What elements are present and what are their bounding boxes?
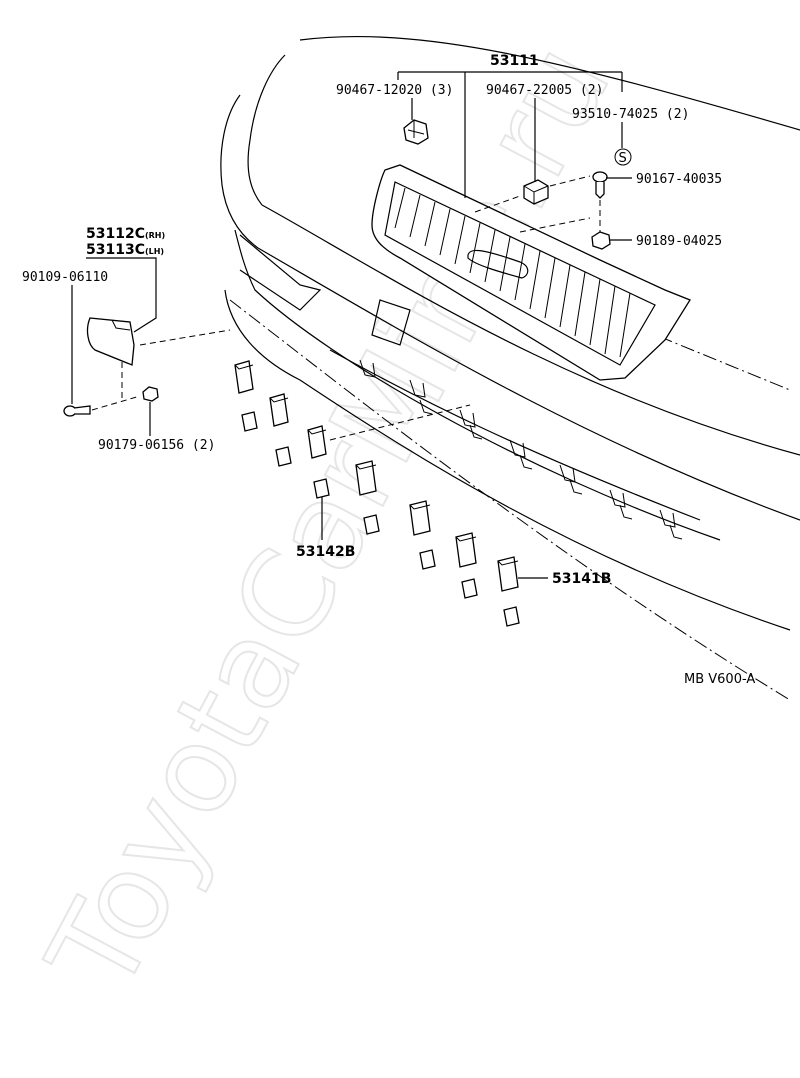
piece-small — [503, 606, 520, 627]
retainer-symbol-text: S — [619, 151, 627, 166]
watermark: ToyotaCarMine.ru — [22, 23, 637, 1015]
label-retainer: 93510-74025 (2) — [572, 107, 689, 122]
label-screw-b: 90109-06110 — [22, 270, 108, 285]
bumper-body — [220, 36, 800, 701]
label-screw-a: 90167-40035 — [636, 172, 722, 187]
clip-b-part — [523, 179, 549, 205]
label-emblem-rh: 53112C(RH) — [86, 226, 165, 242]
filler-pieces — [234, 360, 520, 627]
label-clip-b: 90467-22005 (2) — [486, 83, 603, 98]
nut-b-part — [142, 386, 159, 402]
reference-code: MB V600-A — [684, 672, 755, 687]
label-clip-a: 90467-12020 (3) — [336, 83, 453, 98]
grille-part — [371, 164, 691, 381]
piece-large — [234, 360, 254, 394]
piece-small — [363, 514, 380, 535]
label-piece-a: 53142B — [296, 544, 355, 560]
piece-small — [461, 578, 478, 599]
emblem-lh-number: 53113C — [86, 242, 145, 258]
label-emblem-lh: 53113C(LH) — [86, 242, 164, 258]
piece-large — [355, 460, 377, 496]
label-grille: 53111 — [490, 53, 539, 69]
label-nut-b: 90179-06156 (2) — [98, 438, 215, 453]
piece-small — [313, 478, 330, 499]
retainer-symbol: S — [614, 148, 632, 166]
emblem-part — [86, 317, 135, 366]
label-nut: 90189-04025 — [636, 234, 722, 249]
piece-large — [307, 425, 327, 459]
screw-b-part — [63, 405, 91, 417]
piece-large — [497, 556, 519, 592]
piece-large — [269, 393, 289, 427]
emblem-rh-number: 53112C — [86, 226, 145, 242]
emblem-rh-side: (RH) — [145, 231, 165, 240]
piece-small — [419, 549, 436, 570]
piece-large — [409, 500, 431, 536]
piece-large — [455, 532, 477, 568]
clip-a-part — [403, 119, 429, 145]
emblem-lh-side: (LH) — [145, 247, 164, 256]
screw-a-part — [592, 171, 608, 199]
label-piece-b: 53141B — [552, 571, 611, 587]
piece-small — [241, 411, 258, 432]
piece-small — [275, 446, 292, 467]
nut-part — [591, 231, 611, 250]
leader-lines — [71, 71, 632, 579]
